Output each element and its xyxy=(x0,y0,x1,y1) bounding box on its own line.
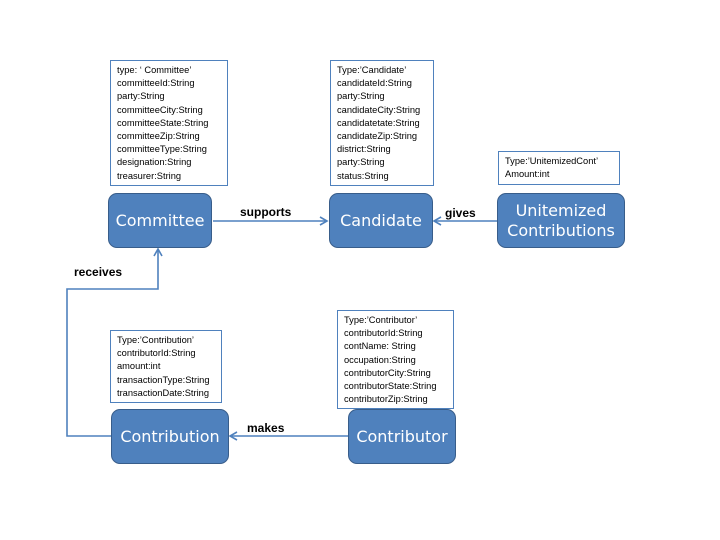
contributor-attr-line: contName: String xyxy=(344,341,416,352)
contributor-attr-line: contributorState:String xyxy=(344,381,437,392)
candidate-attr-line: candidateZip:String xyxy=(337,131,418,142)
contributor-node[interactable]: Contributor xyxy=(348,409,456,464)
contribution-attr-line: amount:int xyxy=(117,361,161,372)
committee-attr-line: committeeState:String xyxy=(117,117,209,128)
committee-attr-line: committeeType:String xyxy=(117,144,207,155)
committee-attr-line: party:String xyxy=(117,91,165,102)
contributor-attr-line: contributorCity:String xyxy=(344,367,431,378)
receives-label: receives xyxy=(74,265,123,279)
committee-attr-line: type: ‘ Committee’ xyxy=(117,65,192,75)
contribution-attr-line: contributorId:String xyxy=(117,348,196,359)
unitemized-attr-line: Type:’UnitemizedCont’ xyxy=(505,156,599,166)
candidate-attr-line: Type:’Candidate’ xyxy=(337,65,407,75)
committee-attr-line: committeeCity:String xyxy=(117,104,203,115)
candidate-attributes-box: Type:’Candidate’ candidateId:String part… xyxy=(330,60,434,186)
candidate-attr-line: district:String xyxy=(337,144,391,155)
unitemized-contributions-node[interactable]: Unitemized Contributions xyxy=(497,193,625,248)
contributor-node-label: Contributor xyxy=(356,426,448,446)
committee-node-label: Committee xyxy=(115,210,205,230)
candidate-attr-line: status:String xyxy=(337,170,389,181)
candidate-attr-line: party:String xyxy=(337,91,385,102)
candidate-attr-line: party:String xyxy=(337,157,385,168)
contribution-node[interactable]: Contribution xyxy=(111,409,229,464)
receives-edge xyxy=(66,247,163,437)
candidate-attr-line: candidateId:String xyxy=(337,78,412,89)
committee-attr-line: treasurer:String xyxy=(117,170,182,181)
contribution-attributes-box: Type:’Contribution’ contributorId:String… xyxy=(110,330,222,403)
contributor-attr-line: occupation:String xyxy=(344,354,416,365)
committee-attr-line: committeeId:String xyxy=(117,78,195,89)
committee-attributes-box: type: ‘ Committee’ committeeId:String pa… xyxy=(110,60,228,186)
contribution-node-label: Contribution xyxy=(120,426,220,446)
supports-label: supports xyxy=(240,205,292,219)
committee-attr-line: committeeZip:String xyxy=(117,131,200,142)
unitemized-node-label-line2: Contributions xyxy=(507,220,615,240)
candidate-node-label: Candidate xyxy=(340,210,422,230)
candidate-node[interactable]: Candidate xyxy=(329,193,433,248)
makes-label: makes xyxy=(247,421,285,435)
candidate-attr-line: candidatetate:String xyxy=(337,117,420,128)
contributor-attr-line: Type:’Contributor’ xyxy=(344,315,418,325)
contributor-attr-line: contributorId:String xyxy=(344,328,423,339)
contribution-attr-line: Type:’Contribution’ xyxy=(117,335,194,345)
committee-attr-line: designation:String xyxy=(117,157,192,168)
candidate-attr-line: candidateCity:String xyxy=(337,104,421,115)
contributor-attr-line: contributorZip:String xyxy=(344,394,428,405)
contributor-attributes-box: Type:’Contributor’ contributorId:String … xyxy=(337,310,454,409)
unitemized-attr-line: Amount:int xyxy=(505,169,550,180)
unitemized-attributes-box: Type:’UnitemizedCont’ Amount:int xyxy=(498,151,620,185)
unitemized-node-label-line1: Unitemized xyxy=(515,200,607,220)
gives-label: gives xyxy=(445,206,476,220)
contribution-attr-line: transactionType:String xyxy=(117,374,210,385)
committee-node[interactable]: Committee xyxy=(108,193,212,248)
contribution-attr-line: transactionDate:String xyxy=(117,387,209,398)
